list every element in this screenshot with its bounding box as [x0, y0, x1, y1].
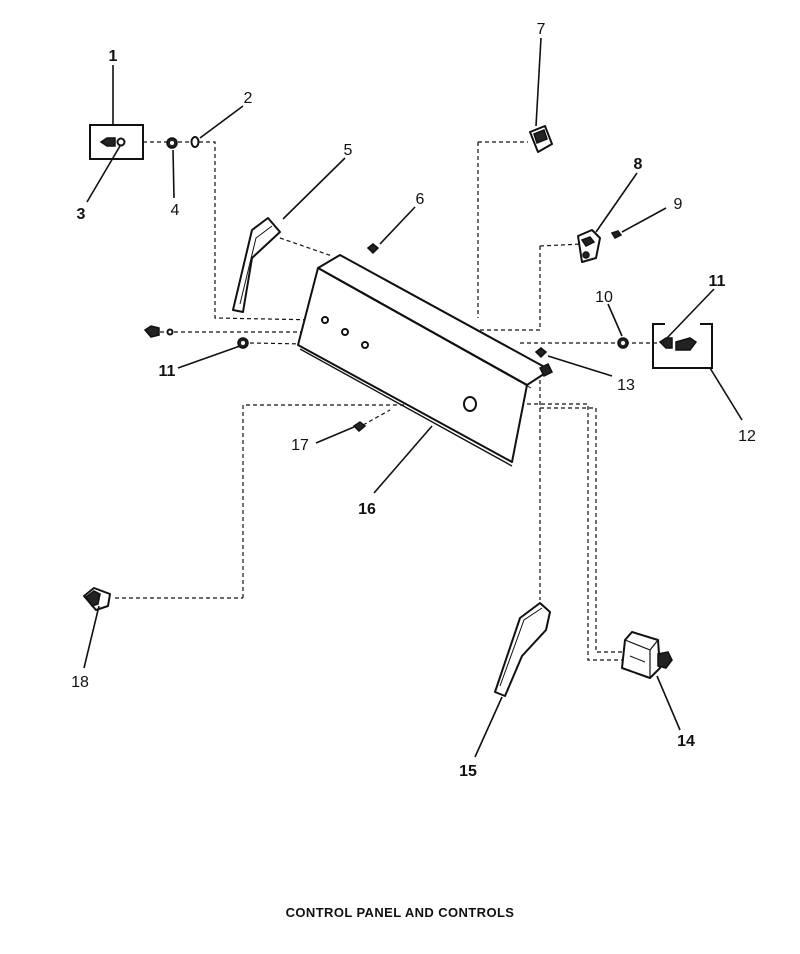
callout-16: 16 — [358, 501, 376, 518]
part-7-rocker-switch — [529, 125, 553, 153]
callout-14: 14 — [677, 733, 695, 750]
callout-7: 7 — [537, 21, 546, 38]
assembly-dashed-lines — [115, 141, 660, 661]
part-11-knob-left — [143, 325, 249, 349]
part-4-nut — [166, 137, 178, 149]
callout-15: 15 — [459, 763, 477, 780]
callout-5: 5 — [344, 142, 353, 159]
part-16-control-panel — [297, 254, 554, 467]
part-12-switch-box — [652, 323, 713, 369]
callout-4: 4 — [171, 202, 180, 219]
callout-6: 6 — [416, 191, 425, 208]
callout-11-left: 11 — [159, 363, 176, 380]
callout-labels: 1 2 3 4 5 6 7 8 9 10 11 11 12 13 14 15 1… — [71, 21, 756, 780]
callout-3: 3 — [77, 206, 86, 223]
leader-lines — [83, 37, 743, 758]
callout-11-right: 11 — [709, 273, 726, 290]
diagram-caption: CONTROL PANEL AND CONTROLS — [285, 905, 515, 920]
part-18-knob — [83, 587, 111, 611]
part-9-screw — [610, 230, 623, 239]
callout-18: 18 — [71, 674, 89, 691]
part-8-selector-switch — [577, 229, 601, 263]
part-15-end-cap-right — [494, 602, 551, 697]
callout-9: 9 — [674, 196, 683, 213]
part-5-end-cap-left — [232, 217, 281, 313]
callout-12: 12 — [738, 428, 756, 445]
part-10-nut — [617, 337, 629, 349]
part-17-screw — [352, 421, 367, 433]
part-14-timer — [621, 631, 673, 679]
callout-17: 17 — [291, 437, 309, 454]
callout-1: 1 — [109, 48, 118, 65]
callout-10: 10 — [595, 289, 613, 306]
callout-13: 13 — [617, 377, 635, 394]
part-1-switch-box — [89, 124, 144, 160]
part-2-washer — [190, 136, 200, 148]
part-13-screw — [534, 347, 548, 359]
callout-2: 2 — [244, 90, 253, 107]
part-6-screw — [366, 243, 380, 255]
callout-8: 8 — [634, 156, 643, 173]
